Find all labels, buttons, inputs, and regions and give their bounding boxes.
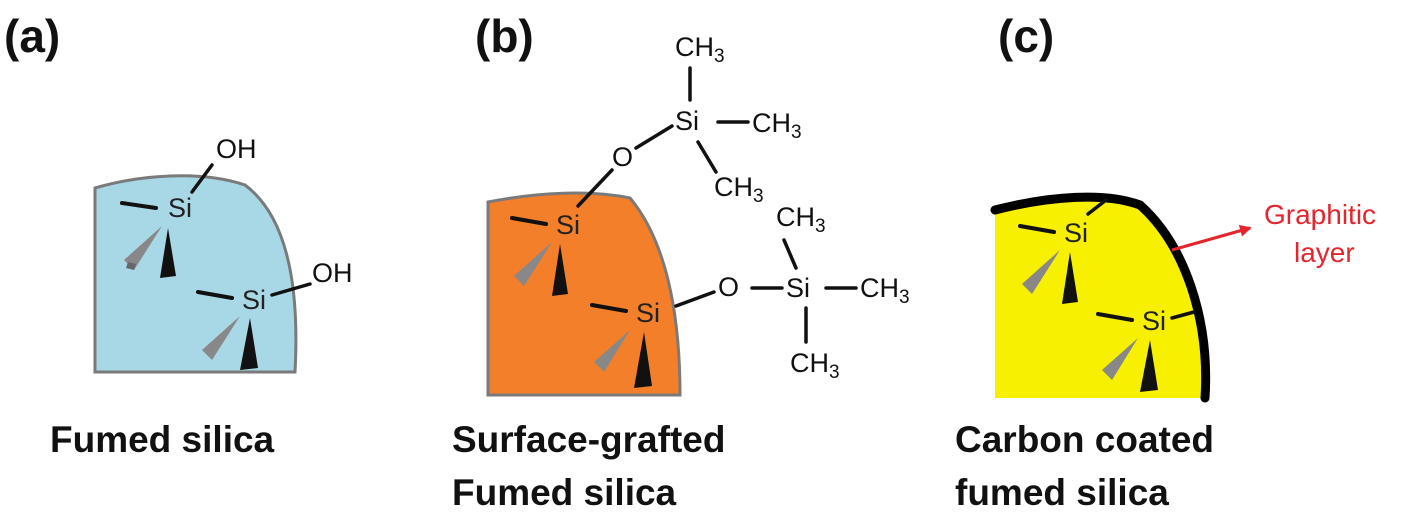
panel-c-si-lower: Si: [1142, 306, 1166, 336]
hashed-bond-icon: [594, 330, 630, 372]
panel-a-oh-upper: OH: [216, 134, 257, 164]
panel-b-si-lower: Si: [636, 298, 660, 328]
wedge-bond-icon: [160, 228, 176, 278]
panel-c-graphitic-layer: [990, 192, 1211, 403]
wedge-bond-icon: [1062, 252, 1078, 304]
panel-c-label: (c): [998, 10, 1054, 62]
panel-b-ch3-right-up-label: CH3: [776, 202, 826, 237]
panel-b-si-top: Si: [675, 106, 699, 136]
panel-c-bond-right-lower: [1170, 310, 1196, 320]
panel-b: (b) Si O Si CH3 CH3 CH3 Si O Si CH3 CH3 …: [452, 10, 910, 513]
hashed-bond-icon: [202, 316, 240, 360]
panel-b-label: (b): [475, 10, 534, 62]
panel-b-bond-o-si-top: [634, 124, 674, 150]
panel-a-bond-oh-upper: [190, 163, 214, 194]
panel-c: (c) Si Si Graphitic layer Carbon coated …: [955, 10, 1376, 513]
panel-b-si-right: Si: [786, 273, 810, 303]
panel-a: (a) Si OH Si OH Fumed silica: [4, 10, 353, 460]
panel-b-bond-left-lower: [590, 303, 628, 313]
panel-c-bond-left-upper: [1018, 224, 1056, 234]
panel-c-caption-line-2: fumed silica: [955, 472, 1169, 513]
panel-a-particle: [93, 174, 298, 374]
panel-c-annotation-line-1: Graphitic: [1264, 199, 1376, 230]
wedge-bond-icon: [634, 332, 652, 388]
panel-a-bond-oh-lower: [270, 282, 312, 297]
wedge-bond-icon: [552, 244, 568, 296]
panel-c-particle: [995, 197, 1206, 398]
panel-a-bond-left-lower: [196, 290, 234, 300]
wedge-bond-icon: [240, 318, 258, 370]
panel-b-particle: [486, 191, 682, 397]
panel-b-caption-line-1: Surface-grafted: [452, 419, 725, 460]
panel-b-o-upper: O: [612, 142, 633, 172]
hashed-bond-icon: [1022, 250, 1060, 294]
panel-b-ch3-right-down-label: CH3: [790, 348, 840, 383]
panel-b-bond-left-upper: [510, 216, 548, 226]
hashed-bond-icon: [124, 226, 162, 270]
panel-b-bond-top-ch3-down: [696, 140, 718, 174]
arrow-icon: [1171, 224, 1252, 252]
hashed-bond-icon: [514, 242, 552, 286]
panel-a-si-lower: Si: [242, 285, 266, 315]
panel-a-oh-lower: OH: [312, 258, 353, 288]
panel-b-o-lower: O: [718, 272, 739, 302]
panel-b-bond-right-ch3-up: [782, 238, 798, 270]
panel-a-si-upper: Si: [168, 193, 192, 223]
panel-a-bond-left-upper: [120, 201, 158, 210]
panel-b-ch3-top-right-label: CH3: [752, 108, 802, 143]
panel-b-si-upper: Si: [556, 210, 580, 240]
panel-c-caption-line-1: Carbon coated: [955, 419, 1214, 460]
panel-b-ch3-top-down-label: CH3: [714, 172, 764, 207]
panel-b-ch3-right-right-label: CH3: [860, 273, 910, 308]
panel-b-ch3-top-label: CH3: [675, 32, 725, 67]
panel-c-si-upper: Si: [1064, 218, 1088, 248]
panel-b-bond-si-o-lower: [674, 290, 716, 308]
panel-a-caption-line-1: Fumed silica: [50, 419, 275, 460]
panel-a-label: (a): [4, 10, 60, 62]
panel-c-annotation-line-2: layer: [1294, 237, 1355, 268]
panel-b-caption-line-2: Fumed silica: [452, 472, 677, 513]
panel-c-bond-left-lower: [1096, 312, 1134, 322]
hashed-bond-icon: [1102, 338, 1138, 380]
wedge-bond-icon: [1140, 340, 1158, 392]
panel-b-bond-si-o-upper: [576, 168, 614, 208]
panel-c-bond-up-upper: [1086, 198, 1108, 216]
